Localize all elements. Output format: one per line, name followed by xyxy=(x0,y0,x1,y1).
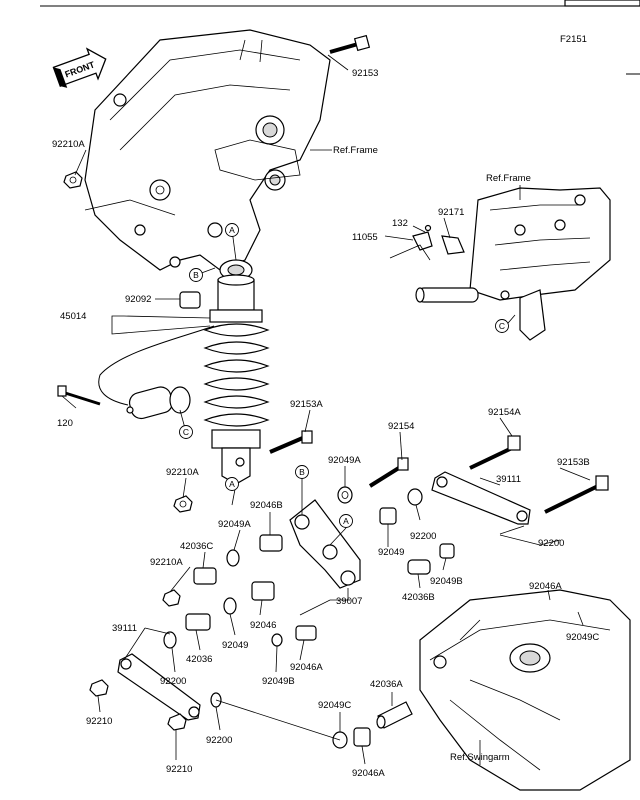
label-92049a-top: 92049A xyxy=(328,455,361,466)
label-92200-upper: 92200 xyxy=(410,531,436,542)
collar-42036a xyxy=(376,701,413,729)
label-92210-low: 92210 xyxy=(166,764,192,775)
bush-92046a-low xyxy=(353,727,371,747)
bolt-92154a xyxy=(469,435,521,470)
svg-text:B: B xyxy=(299,467,305,477)
frame-inset xyxy=(412,187,611,341)
label-92210a-low: 92210A xyxy=(150,557,183,568)
label-92153a: 92153A xyxy=(290,399,323,410)
callout-a-shock: A xyxy=(225,477,239,491)
svg-text:A: A xyxy=(229,479,235,489)
label-92210a-mid: 92210A xyxy=(166,467,199,478)
label-92049c-right: 92049C xyxy=(566,632,599,643)
washer-92049a-mid xyxy=(226,549,240,567)
bush-92046a-mid xyxy=(295,625,317,641)
label-92049-left: 92049 xyxy=(222,640,248,651)
svg-text:C: C xyxy=(499,321,505,331)
label-92049-right: 92049 xyxy=(378,547,404,558)
label-92092: 92092 xyxy=(125,294,151,305)
label-92049b-right: 92049B xyxy=(430,576,463,587)
washer-92049a-top xyxy=(337,486,353,504)
washer-92049-left xyxy=(223,597,237,615)
label-39111-right: 39111 xyxy=(496,474,521,485)
callout-c-shock: C xyxy=(179,425,193,439)
svg-text:A: A xyxy=(229,225,235,235)
bush-92049b-right xyxy=(439,543,455,559)
label-39111-left: 39111 xyxy=(112,623,137,634)
bush-92046b xyxy=(259,534,283,552)
washer-92049b-left xyxy=(271,633,283,647)
rod-39111-left xyxy=(117,653,201,721)
washer-92200-left xyxy=(163,631,177,649)
label-42036c: 42036C xyxy=(180,541,213,552)
callout-a-rocker: A xyxy=(339,514,353,528)
washer-92200-upper xyxy=(407,488,423,506)
bolt-92153a xyxy=(269,430,313,454)
collar-92092 xyxy=(179,291,201,309)
label-92153b: 92153B xyxy=(557,457,590,468)
label-92154: 92154 xyxy=(388,421,414,432)
rocker-39007 xyxy=(289,499,361,589)
collar-42036 xyxy=(185,613,211,631)
bush-92046 xyxy=(251,581,275,601)
label-42036b: 42036B xyxy=(402,592,435,603)
label-92210a-top: 92210A xyxy=(52,139,85,150)
bolt-92153-top xyxy=(329,34,371,54)
label-92046b: 92046B xyxy=(250,500,283,511)
label-92153: 92153 xyxy=(352,68,378,79)
label-39007: 39007 xyxy=(336,596,362,607)
leader-lines xyxy=(61,54,591,765)
rod-39111-right xyxy=(431,471,531,525)
label-132: 132 xyxy=(392,218,408,229)
nut-92210-low xyxy=(167,713,187,731)
bolt-92154 xyxy=(368,457,409,488)
collar-42036c xyxy=(193,567,217,585)
label-92200-low: 92200 xyxy=(206,735,232,746)
label-45014: 45014 xyxy=(60,311,86,322)
label-92210-upper: 92210 xyxy=(86,716,112,727)
swingarm xyxy=(419,589,631,791)
label-92046a-mid: 92046A xyxy=(290,662,323,673)
label-92049a-mid: 92049A xyxy=(218,519,251,530)
label-92154a: 92154A xyxy=(488,407,521,418)
label-92046a-right: 92046A xyxy=(529,581,562,592)
nut-92210a-low xyxy=(162,589,181,607)
figure-code: F2151 xyxy=(560,34,587,45)
label-ref-frame-main: Ref.Frame xyxy=(333,145,378,156)
label-92049c-low: 92049C xyxy=(318,700,351,711)
label-92200-right: 92200 xyxy=(538,538,564,549)
label-42036: 42036 xyxy=(186,654,212,665)
bolt-120 xyxy=(57,385,101,406)
nut-92210-upper xyxy=(89,679,109,697)
callout-b-rocker: B xyxy=(295,465,309,479)
svg-text:C: C xyxy=(183,427,189,437)
frame-main xyxy=(84,29,331,271)
label-120: 120 xyxy=(57,418,73,429)
svg-text:A: A xyxy=(343,516,349,526)
label-11055: 11055 xyxy=(352,232,378,243)
nut-92210a-top xyxy=(63,171,83,189)
callout-a-upper: A xyxy=(225,223,239,237)
shock-absorber xyxy=(98,259,270,485)
front-arrow: FRONT xyxy=(52,47,107,88)
label-92046a-low: 92046A xyxy=(352,768,385,779)
collar-42036b xyxy=(407,559,431,575)
nut-92210a-mid xyxy=(173,495,193,513)
callout-c-frame: C xyxy=(495,319,509,333)
washer-92049-right xyxy=(379,507,397,525)
label-92046: 92046 xyxy=(250,620,276,631)
label-ref-frame-inset: Ref.Frame xyxy=(486,173,531,184)
svg-text:B: B xyxy=(193,270,199,280)
callout-b-upper: B xyxy=(189,268,203,282)
label-92171: 92171 xyxy=(438,207,464,218)
label-92200-left: 92200 xyxy=(160,676,186,687)
label-92049b-left: 92049B xyxy=(262,676,295,687)
label-42036a: 42036A xyxy=(370,679,403,690)
bolt-92153b xyxy=(544,475,609,514)
corner-box xyxy=(564,0,640,7)
label-ref-swingarm: Ref.Swingarm xyxy=(450,752,510,763)
